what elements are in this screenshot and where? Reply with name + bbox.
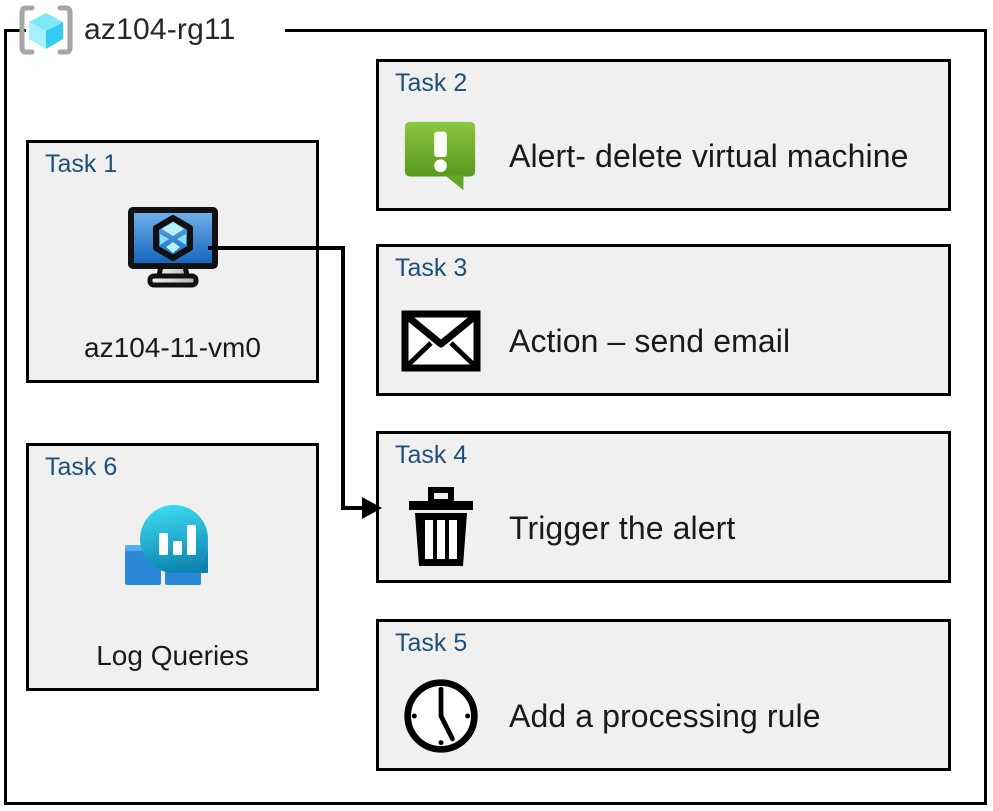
alert-bubble-icon <box>401 116 481 196</box>
container-top-border-right <box>285 29 987 32</box>
task-label-task4: Task 4 <box>395 441 468 469</box>
task-box-task2[interactable]: Task 2 Alert- delete virtual machin <box>376 59 951 211</box>
task-caption-task4: Trigger the alert <box>509 509 736 546</box>
task-row-task5: Add a processing rule <box>401 670 938 762</box>
resource-group-name: az104-rg11 <box>84 13 236 46</box>
task-icon-wrap-task1 <box>29 195 316 305</box>
virtual-machine-icon <box>126 203 220 298</box>
task-row-task2: Alert- delete virtual machine <box>401 110 938 202</box>
task-box-task5[interactable]: Task 5 Add a processing rule <box>376 619 951 771</box>
task-label-task3: Task 3 <box>395 254 468 282</box>
resource-group-icon <box>18 4 74 56</box>
task-icon-wrap-task6 <box>29 498 316 608</box>
task-label-task2: Task 2 <box>395 69 468 97</box>
task-label-task5: Task 5 <box>395 629 468 657</box>
task-box-task1[interactable]: Task 1 <box>26 140 319 383</box>
task-caption-task3: Action – send email <box>509 322 791 359</box>
task-box-task4[interactable]: Task 4 Trigger the alert <box>376 431 951 583</box>
task-box-task3[interactable]: Task 3 Action – send email <box>376 244 951 396</box>
resource-group-container <box>4 29 987 805</box>
task-caption-task6: Log Queries <box>96 640 249 671</box>
task-label-task6: Task 6 <box>45 453 118 481</box>
container-top-border-left <box>4 29 26 32</box>
task-caption-task1: az104-11-vm0 <box>84 332 261 363</box>
trash-can-icon <box>401 487 481 568</box>
envelope-icon <box>401 301 481 381</box>
task-box-task6[interactable]: Task 6 <box>26 443 319 691</box>
log-analytics-icon <box>119 499 227 608</box>
resource-group-title: az104-rg11 <box>18 2 236 58</box>
task-label-task1: Task 1 <box>45 150 118 178</box>
task-row-task3: Action – send email <box>401 295 938 387</box>
task-caption-task2: Alert- delete virtual machine <box>509 137 909 174</box>
clock-icon <box>401 676 481 756</box>
task-caption-task5: Add a processing rule <box>509 697 821 734</box>
task-row-task4: Trigger the alert <box>401 482 938 574</box>
